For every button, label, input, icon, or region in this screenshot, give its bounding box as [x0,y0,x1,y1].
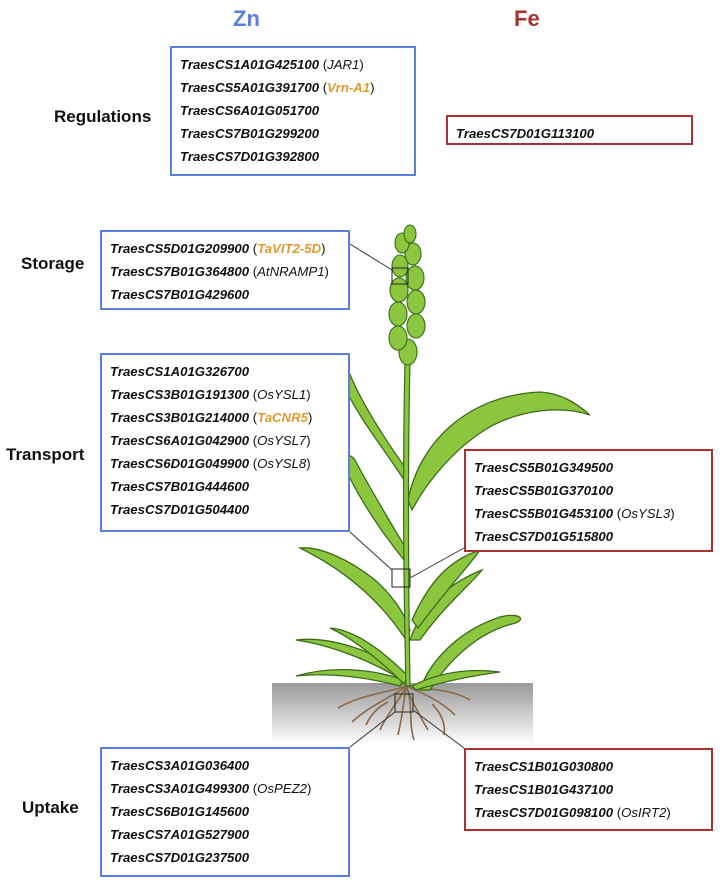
gene-id: TraesCS6D01G049900 [110,456,250,471]
stem [403,359,411,687]
gene-entry: TraesCS1A01G425100 (JAR1) [180,57,364,72]
gene-id: TraesCS5B01G453100 [474,506,614,521]
gene-entry: TraesCS1B01G030800 [474,755,703,778]
connector-lines [349,243,465,749]
gene-id: TraesCS7D01G237500 [110,850,250,865]
category-label-storage: Storage [21,254,85,273]
zn-storage-box: TraesCS5D01G209900 (TaVIT2-5D) TraesCS7B0… [100,230,350,310]
gene-entry: TraesCS7D01G392800 [180,145,406,168]
fe-regulations-box: TraesCS7D01G113100 [446,115,693,145]
gene-entry: TraesCS1B01G437100 [474,778,703,801]
gene-entry: TraesCS1A01G326700 [110,360,340,383]
gene-entry: TraesCS3B01G191300 (OsYSL1) [110,387,311,402]
gene-id: TraesCS7B01G299200 [180,126,320,141]
gene-entry: TraesCS7B01G444600 [110,475,340,498]
gene-id: TraesCS7D01G113100 [456,126,595,141]
zn-column-header: Zn [233,6,260,31]
gene-id: TraesCS6A01G042900 [110,433,250,448]
gene-entry: TraesCS5B01G370100 [474,479,703,502]
gene-id: TraesCS5D01G209900 [110,241,250,256]
gene-entry: TraesCS7D01G237500 [110,846,340,869]
gene-entry: TraesCS7D01G504400 [110,498,340,521]
gene-entry: TraesCS6A01G051700 [180,99,406,122]
gene-entry: TraesCS6D01G049900 (OsYSL8) [110,456,311,471]
gene-id: TraesCS7B01G444600 [110,479,250,494]
gene-entry: TraesCS7B01G364800 (AtNRAMP1) [110,264,329,279]
gene-entry: TraesCS7D01G515800 [474,525,703,548]
gene-entry: TraesCS5B01G453100 (OsYSL3) [474,506,675,521]
gene-id: TraesCS5B01G349500 [474,460,614,475]
gene-entry: TraesCS3B01G214000 (TaCNR5) [110,410,313,425]
gene-id: TraesCS3A01G036400 [110,758,250,773]
uptake-zoom-square [394,693,414,713]
leaves [295,370,591,691]
gene-annotation: TaVIT2-5D [257,241,322,256]
gene-annotation: AtNRAMP1 [257,264,325,279]
gene-annotation: Vrn-A1 [327,80,371,95]
category-label-uptake: Uptake [22,798,79,817]
gene-entry: TraesCS3A01G036400 [110,754,340,777]
gene-id: TraesCS7D01G504400 [110,502,250,517]
category-label-transport: Transport [6,445,85,464]
storage-zoom-square [391,267,409,285]
gene-id: TraesCS1A01G326700 [110,364,250,379]
gene-annotation: JAR1 [327,57,360,72]
gene-entry: TraesCS5A01G391700 (Vrn-A1) [180,80,375,95]
gene-entry: TraesCS6B01G145600 [110,800,340,823]
gene-id: TraesCS7D01G515800 [474,529,614,544]
gene-id: TraesCS7A01G527900 [110,827,250,842]
gene-id: TraesCS1B01G437100 [474,782,614,797]
gene-id: TraesCS1A01G425100 [180,57,320,72]
gene-id: TraesCS1B01G030800 [474,759,614,774]
gene-entry: TraesCS3A01G499300 (OsPEZ2) [110,781,312,796]
gene-entry: TraesCS6A01G042900 (OsYSL7) [110,433,311,448]
zn-regulations-box: TraesCS1A01G425100 (JAR1) TraesCS5A01G391… [170,46,416,176]
gene-entry: TraesCS5D01G209900 (TaVIT2-5D) [110,241,326,256]
gene-annotation: OsPEZ2 [257,781,307,796]
gene-id: TraesCS5B01G370100 [474,483,614,498]
wheat-ear [388,224,426,366]
category-label-regulations: Regulations [54,107,152,126]
gene-id: TraesCS7D01G098100 [474,805,614,820]
gene-annotation: OsYSL8 [257,456,307,471]
gene-id: TraesCS7B01G429600 [110,287,250,302]
gene-id: TraesCS3A01G499300 [110,781,250,796]
roots [337,685,471,741]
gene-id: TraesCS7D01G392800 [180,149,320,164]
gene-entry: TraesCS7B01G299200 [180,122,406,145]
gene-entry: TraesCS5B01G349500 [474,456,703,479]
gene-id: TraesCS5A01G391700 [180,80,320,95]
gene-annotation: OsYSL3 [621,506,671,521]
gene-annotation: OsYSL7 [257,433,307,448]
gene-id: TraesCS3B01G214000 [110,410,250,425]
fe-column-header: Fe [514,6,540,31]
gene-annotation: TaCNR5 [257,410,308,425]
gene-id: TraesCS7B01G364800 [110,264,250,279]
gene-entry: TraesCS7D01G113100 [456,122,683,145]
gene-id: TraesCS6B01G145600 [110,804,250,819]
gene-entry: TraesCS7D01G098100 (OsIRT2) [474,805,671,820]
gene-id: TraesCS3B01G191300 [110,387,250,402]
gene-annotation: OsIRT2 [621,805,667,820]
gene-entry: TraesCS7B01G429600 [110,283,340,306]
gene-entry: TraesCS7A01G527900 [110,823,340,846]
gene-id: TraesCS6A01G051700 [180,103,320,118]
gene-annotation: OsYSL1 [257,387,307,402]
